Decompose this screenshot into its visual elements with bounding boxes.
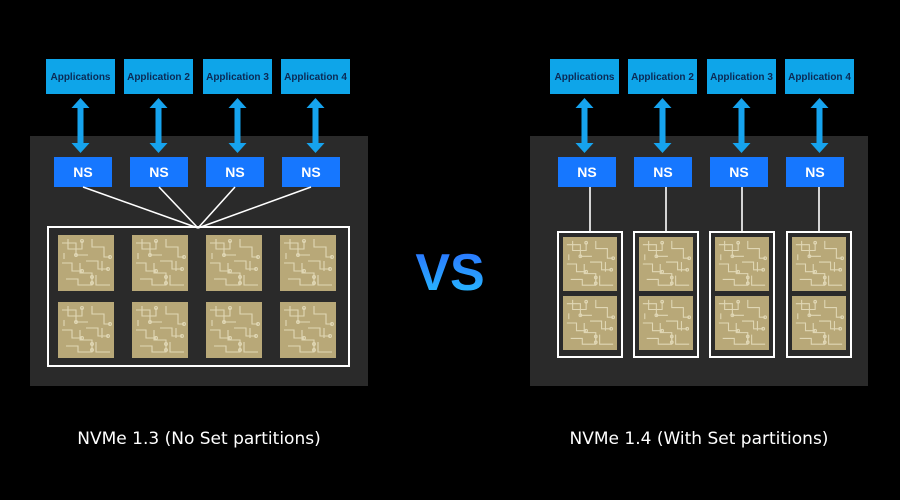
left-app-label-2: Application 2 (127, 72, 190, 83)
left-app-box-3 (203, 59, 272, 94)
left-connector-line-2 (158, 186, 199, 229)
right-app-label-4: Application 4 (788, 72, 851, 83)
left-nand-chip-r1c4 (280, 235, 336, 291)
left-double-arrow-1 (71, 98, 90, 153)
right-nvm-sets (557, 231, 852, 358)
right-namespace-box-4 (786, 157, 844, 187)
right-namespace-row: NS NS NS NS (558, 157, 844, 187)
nvme-1-4-diagram: Applications Application 2 Application 3 Ap… (530, 59, 868, 449)
right-nand-chip-set2-2 (639, 296, 693, 350)
right-namespace-box-1 (558, 157, 616, 187)
left-nand-chip-r2c1 (58, 302, 114, 358)
left-nand-chip-r1c3 (206, 235, 262, 291)
right-app-label-1: Applications (554, 72, 614, 83)
left-namespace-box-1 (54, 157, 112, 187)
right-nand-chip-set1-2 (563, 296, 617, 350)
right-namespace-box-2 (634, 157, 692, 187)
right-namespace-label-3: NS (729, 164, 748, 180)
left-app-label-3: Application 3 (206, 72, 269, 83)
left-namespace-label-4: NS (301, 164, 320, 180)
left-app-box-2 (124, 59, 193, 94)
right-arrow-row (575, 98, 829, 153)
right-double-arrow-4 (810, 98, 829, 153)
left-namespace-label-3: NS (225, 164, 244, 180)
right-app-label-3: Application 3 (710, 72, 773, 83)
left-namespace-box-4 (282, 157, 340, 187)
left-nand-chip-r2c3 (206, 302, 262, 358)
right-app-box-1 (550, 59, 619, 94)
right-nand-chip-set1-1 (563, 237, 617, 291)
left-namespace-box-3 (206, 157, 264, 187)
right-caption: NVMe 1.4 (With Set partitions) (570, 429, 829, 449)
left-namespace-row: NS NS NS NS (54, 157, 340, 187)
nvme-1-3-diagram: Applications Application 2 Application 3 Ap… (30, 59, 368, 449)
right-namespace-label-2: NS (653, 164, 672, 180)
right-nand-chip-set3-2 (715, 296, 769, 350)
right-nand-chip-set4-1 (792, 237, 846, 291)
left-application-row: Applications Application 2 Application 3 Ap… (46, 59, 350, 94)
right-double-arrow-2 (653, 98, 672, 153)
left-app-label-1: Applications (50, 72, 110, 83)
left-connector-line-1 (82, 186, 199, 229)
right-application-row: Applications Application 2 Application 3 Ap… (550, 59, 854, 94)
left-nand-chip-r2c2 (132, 302, 188, 358)
left-namespace-box-2 (130, 157, 188, 187)
right-namespace-box-3 (710, 157, 768, 187)
right-nand-chip-set2-1 (639, 237, 693, 291)
right-nvm-set-outline-4 (786, 231, 852, 358)
right-nand-chip-set3-1 (715, 237, 769, 291)
right-nvm-set-outline-2 (633, 231, 699, 358)
left-namespace-label-1: NS (73, 164, 92, 180)
left-double-arrow-3 (228, 98, 247, 153)
right-nvm-set-outline-3 (709, 231, 775, 358)
right-namespace-label-1: NS (577, 164, 596, 180)
left-arrow-row (71, 98, 325, 153)
left-app-label-4: Application 4 (284, 72, 347, 83)
left-double-arrow-4 (306, 98, 325, 153)
right-app-box-3 (707, 59, 776, 94)
left-double-arrow-2 (149, 98, 168, 153)
left-app-box-4 (281, 59, 350, 94)
left-nand-chip-r2c4 (280, 302, 336, 358)
left-nand-chip-r1c1 (58, 235, 114, 291)
right-nvm-set-outline-1 (557, 231, 623, 358)
right-app-box-4 (785, 59, 854, 94)
vs-label: VS (415, 244, 484, 302)
left-caption: NVMe 1.3 (No Set partitions) (77, 429, 320, 449)
right-double-arrow-3 (732, 98, 751, 153)
left-connector-lines (82, 186, 312, 229)
right-namespace-label-4: NS (805, 164, 824, 180)
right-app-box-2 (628, 59, 697, 94)
left-nand-outline (47, 226, 350, 367)
right-nand-chip-set4-2 (792, 296, 846, 350)
left-namespace-label-2: NS (149, 164, 168, 180)
left-connector-line-4 (197, 186, 312, 229)
right-double-arrow-1 (575, 98, 594, 153)
right-app-label-2: Application 2 (631, 72, 694, 83)
left-connector-line-3 (197, 186, 236, 229)
right-connector-lines (589, 187, 820, 232)
left-nand-chip-r1c2 (132, 235, 188, 291)
left-app-box-1 (46, 59, 115, 94)
